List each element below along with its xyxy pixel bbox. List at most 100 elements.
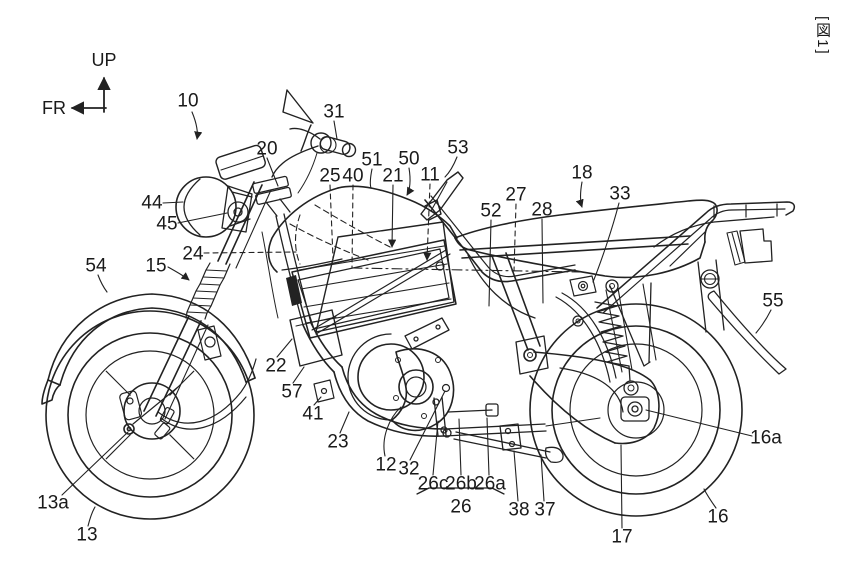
leader-54 — [97, 274, 108, 293]
ref-label-26: 26 — [450, 496, 472, 518]
handlebar — [271, 127, 321, 194]
leader-21 — [387, 184, 397, 248]
leader-53 — [444, 156, 458, 178]
ref-label-16: 16 — [707, 506, 729, 528]
leader-45 — [177, 212, 228, 224]
axis-indicator-arrows — [70, 76, 111, 115]
leader-26c — [432, 420, 439, 476]
controller-box — [289, 309, 343, 367]
ref-label-40: 40 — [342, 165, 364, 187]
leader-50 — [406, 167, 415, 196]
ref-label-51: 51 — [361, 149, 383, 171]
rear-axle-plate — [620, 396, 650, 422]
leader-31 — [333, 120, 338, 140]
ref-label-32: 32 — [398, 458, 420, 480]
leader-44 — [162, 201, 184, 204]
ref-label-12: 12 — [375, 454, 397, 476]
headlight-bracket — [221, 185, 253, 233]
leader-26b — [458, 418, 462, 476]
air-scoop — [420, 171, 464, 221]
fender-stay-rear — [697, 259, 725, 333]
ref-label-53: 53 — [447, 137, 469, 159]
front-brake-cables — [154, 358, 257, 440]
ref-label-57: 57 — [281, 381, 303, 403]
leader-15 — [167, 266, 190, 281]
leader-23 — [339, 411, 350, 434]
carrier-mount — [569, 275, 597, 297]
group-bracket-26 — [416, 487, 505, 495]
hidden-frame-line — [351, 267, 581, 273]
leader-22 — [276, 338, 293, 358]
mudflap — [707, 290, 787, 375]
tail-lamp — [739, 228, 773, 264]
ref-label-13: 13 — [76, 524, 98, 546]
ref-label-50: 50 — [398, 148, 420, 170]
leader-13 — [87, 506, 96, 527]
ref-label-23: 23 — [327, 431, 349, 453]
hidden-battery-outline — [289, 204, 393, 265]
ref-label-27: 27 — [505, 184, 527, 206]
brake-pedal-linkage — [432, 396, 601, 438]
ref-label-31: 31 — [323, 101, 345, 123]
leader-41 — [313, 396, 322, 406]
leader-51 — [369, 168, 373, 189]
ref-label-55: 55 — [762, 290, 784, 312]
brake-lever — [289, 127, 321, 140]
leader-16 — [703, 488, 717, 509]
leader-18 — [575, 181, 584, 208]
leader-17 — [620, 444, 623, 529]
front-wheel — [45, 310, 257, 520]
ref-label-16a: 16a — [750, 427, 782, 449]
front-brake-plate — [119, 386, 179, 425]
frame-mount-plate — [313, 379, 335, 403]
motor-unit — [347, 317, 455, 432]
ref-label-17: 17 — [611, 526, 633, 548]
steering-head — [252, 175, 312, 326]
ref-label-37: 37 — [534, 499, 556, 521]
front-fender — [41, 293, 256, 405]
axis-up-label: UP — [91, 50, 117, 70]
rear-wheel — [529, 303, 743, 517]
rear-shock — [594, 279, 657, 396]
leader-26a — [486, 417, 490, 476]
ref-label-26a: 26a — [474, 473, 506, 495]
ref-label-54: 54 — [85, 255, 107, 277]
ref-label-28: 28 — [531, 199, 553, 221]
ref-label-21: 21 — [382, 165, 404, 187]
ref-label-41: 41 — [302, 403, 324, 425]
ref-label-52: 52 — [480, 200, 502, 222]
leader-20 — [266, 157, 279, 187]
ref-label-15: 15 — [145, 255, 167, 277]
ref-label-10: 10 — [177, 90, 199, 112]
ref-label-38: 38 — [508, 499, 530, 521]
leader-24 — [203, 251, 297, 254]
ref-label-45: 45 — [156, 213, 178, 235]
under-guard-tube — [302, 322, 446, 437]
rear-carrier — [569, 201, 796, 314]
ref-label-26c: 26c — [417, 473, 449, 495]
leader-40 — [351, 184, 354, 269]
leader-12 — [383, 406, 402, 457]
ref-label-25: 25 — [319, 165, 341, 187]
leader-10 — [191, 111, 203, 140]
leader-11 — [423, 183, 432, 261]
ref-label-13a: 13a — [37, 492, 69, 514]
leader-27 — [513, 203, 517, 272]
rear-inner-fender — [555, 292, 617, 383]
tail-section — [697, 228, 787, 375]
figure-number-label: [図1] — [814, 16, 831, 56]
swingarm — [529, 315, 660, 445]
leader-16a — [645, 409, 753, 437]
ref-label-22: 22 — [265, 355, 287, 377]
ref-label-20: 20 — [256, 138, 278, 160]
headlight — [175, 176, 253, 238]
leader-33 — [592, 202, 620, 283]
fender-stay — [197, 325, 222, 361]
leader-lines — [61, 111, 772, 529]
ref-label-18: 18 — [571, 162, 593, 184]
fuel-tank-cover — [267, 185, 458, 273]
leader-37 — [540, 454, 545, 502]
ref-label-33: 33 — [609, 183, 631, 205]
